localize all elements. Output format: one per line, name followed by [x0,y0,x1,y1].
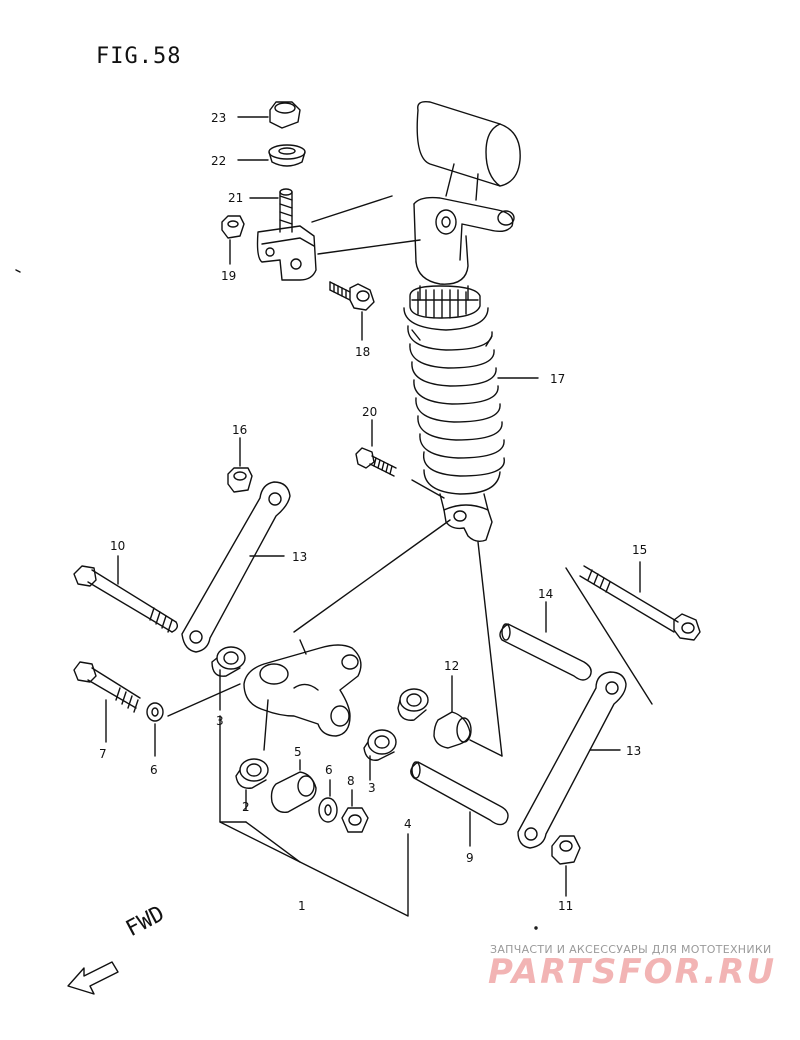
part-10-bolt [73,555,179,633]
part-20-bolt [355,419,397,477]
part-23-nut [237,101,301,129]
watermark-caption: ЗАПЧАСТИ И АКСЕССУАРЫ ДЛЯ МОТОТЕХНИКИ [490,943,772,956]
callout-22: 22 [211,154,226,168]
part-14-collar [499,601,592,681]
callout-11: 11 [558,899,573,913]
callout-4: 4 [404,817,412,831]
part-18-bolt [329,281,375,341]
part-11-nut [551,835,581,897]
callout-6-right: 6 [325,763,333,777]
part-16-nut [227,437,253,493]
callout-labels: 23 22 21 19 18 17 20 16 10 13 15 14 12 3… [99,111,647,913]
callout-10: 10 [110,539,125,553]
callout-18: 18 [355,345,370,359]
callout-13-left: 13 [292,550,307,564]
callout-3-left: 3 [216,714,224,728]
callout-12: 12 [444,659,459,673]
callout-13-right: 13 [626,744,641,758]
callout-6-left: 6 [150,763,158,777]
part-9-collar [410,761,509,847]
callout-3-right: 3 [368,781,376,795]
callout-14: 14 [538,587,553,601]
callout-20: 20 [362,405,377,419]
callout-9: 9 [466,851,474,865]
watermark-logo: PARTSFOR.RU [488,952,777,992]
part-8-nut [341,789,369,833]
part-12-collar [433,675,472,749]
callout-5: 5 [294,745,302,759]
callout-7: 7 [99,747,107,761]
callout-15: 15 [632,543,647,557]
leader-bracket-to-shock [311,195,421,255]
callout-23: 23 [211,111,226,125]
stray-marks [15,269,538,930]
callout-21: 21 [228,191,243,205]
callout-17: 17 [550,372,565,386]
part-4-bushing [397,688,429,721]
callout-19: 19 [221,269,236,283]
part-5-collar [270,759,317,813]
callout-1: 1 [298,899,306,913]
part-7-bolt [73,661,141,743]
part-3-bushing-upper [211,646,246,711]
part-6-washer-left [146,683,241,757]
part-21-bracket [249,188,317,281]
part-6-washer-right [318,779,338,823]
leader-part-1 [219,715,409,917]
callout-8: 8 [347,774,355,788]
part-19-nut [221,215,245,265]
part-3-bushing-lower [363,729,397,781]
part-22-cushion [237,144,306,167]
part-13-rod-left [181,481,291,653]
part-13-rod-right [517,671,627,849]
fwd-arrow-icon [67,961,119,995]
part-15-bolt [565,561,701,705]
part-17-shock-absorber [403,100,539,543]
callout-2: 2 [242,800,250,814]
part-2-bushing [235,758,269,811]
callout-16: 16 [232,423,247,437]
leader-shock-to-linkage [293,479,503,757]
part-1-cushion-lever [243,639,362,751]
figure-title: FIG.58 [96,44,182,69]
